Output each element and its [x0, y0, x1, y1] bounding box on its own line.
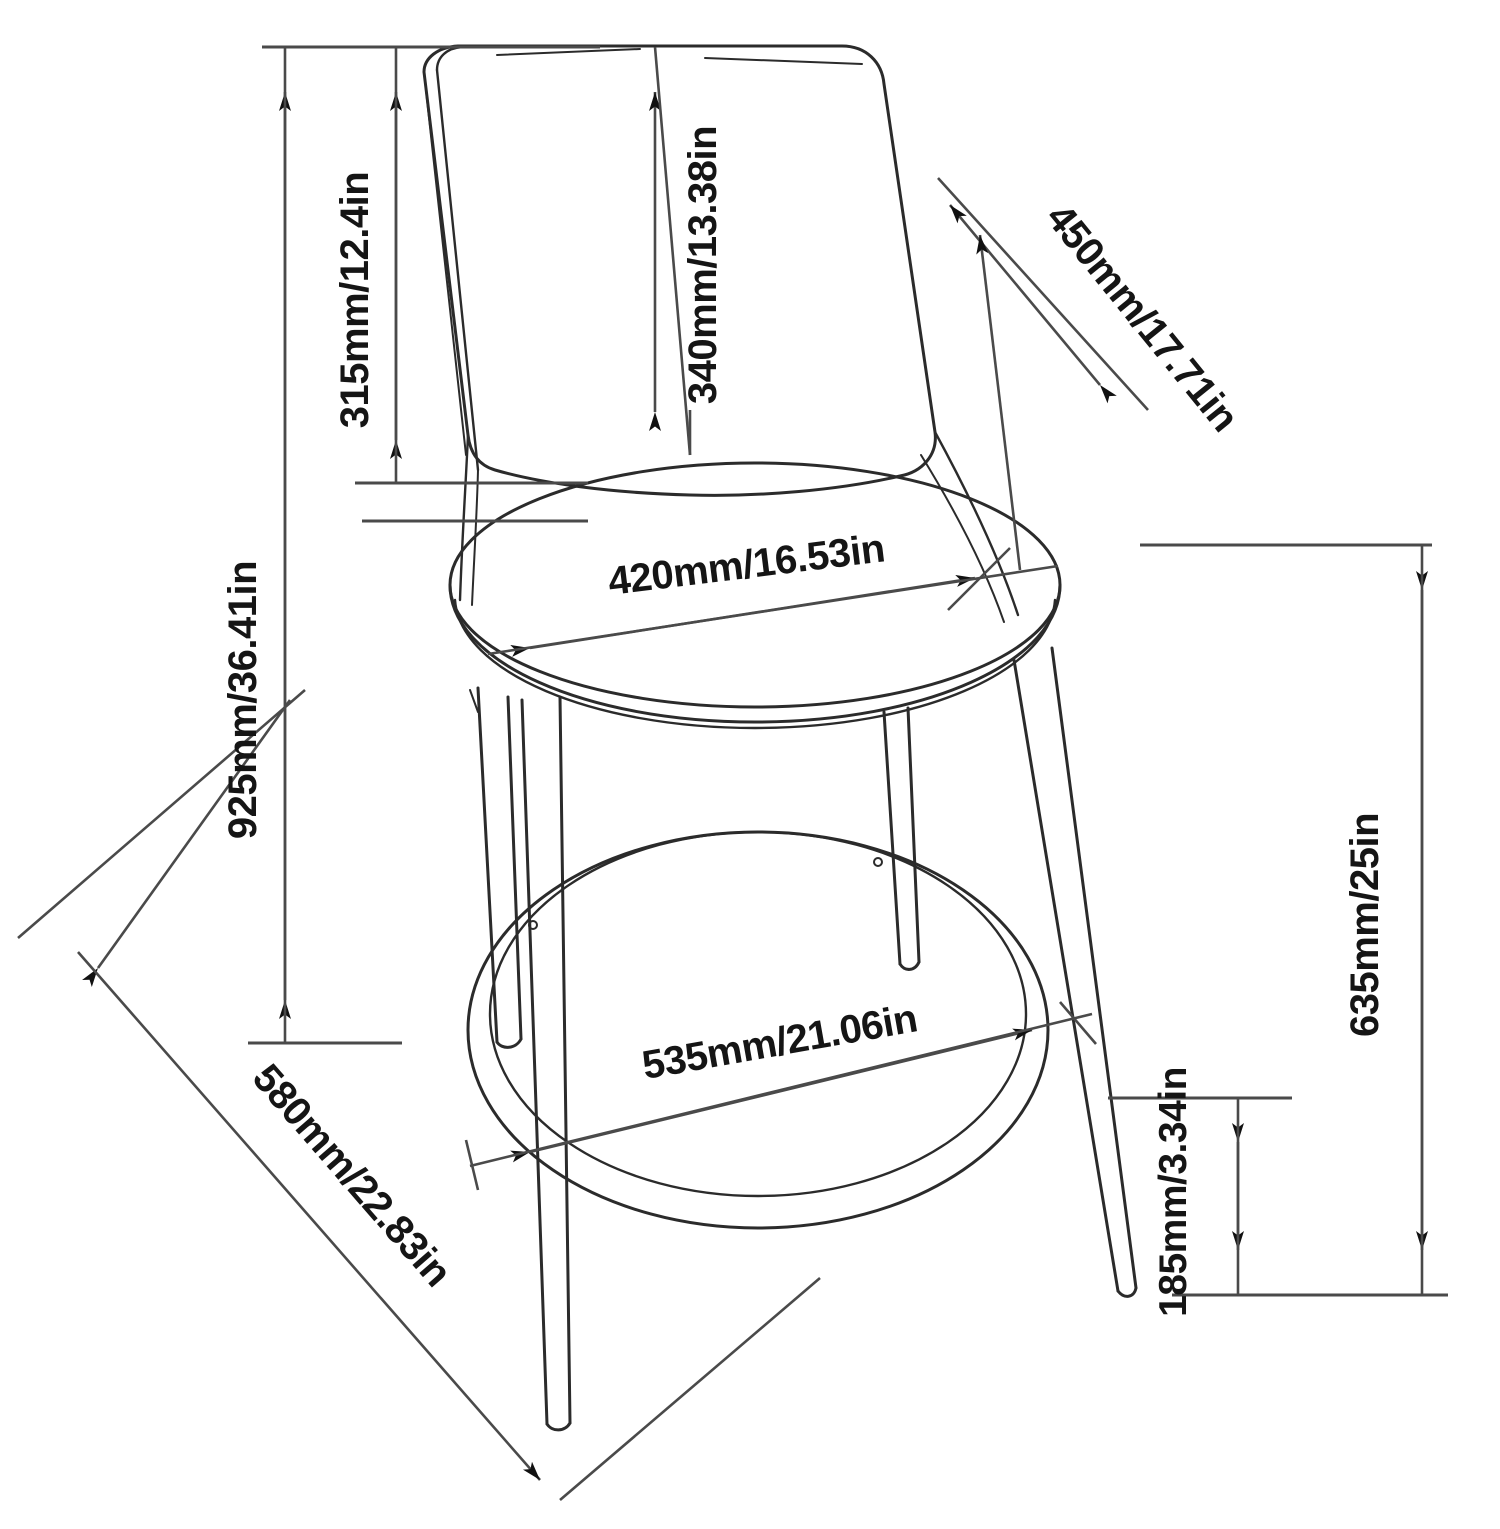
- label-overall-depth: 580mm/22.83in: [244, 1056, 460, 1295]
- label-seat-height: 635mm/25in: [1343, 813, 1387, 1037]
- dimension-footrest-diameter: [464, 1001, 1097, 1191]
- label-overall-height: 925mm/36.41in: [221, 561, 265, 839]
- dimension-seat-diameter: [362, 519, 1059, 657]
- label-footrest-height: 185mm/3.34in: [1152, 1067, 1195, 1317]
- label-backrest-from-seat: 340mm/13.38in: [681, 126, 725, 404]
- dimension-seat-height: [1140, 543, 1448, 1297]
- stool-footrest-ring: [466, 830, 1050, 1230]
- dimension-seat-back-diagonal: [937, 177, 1149, 571]
- label-seat-diameter: 420mm/16.53in: [606, 526, 887, 604]
- label-footrest-diameter: 535mm/21.06in: [639, 996, 921, 1088]
- label-backrest-height: 315mm/12.4in: [333, 172, 377, 428]
- dimension-backrest-from-seat: [649, 46, 692, 456]
- dimension-overall-depth: [17, 689, 821, 1501]
- dimension-footrest-height: [1108, 1096, 1292, 1295]
- dimension-backrest-height: [355, 47, 588, 485]
- stool-seat: [448, 461, 1062, 730]
- dimension-overall-height: [248, 45, 600, 1045]
